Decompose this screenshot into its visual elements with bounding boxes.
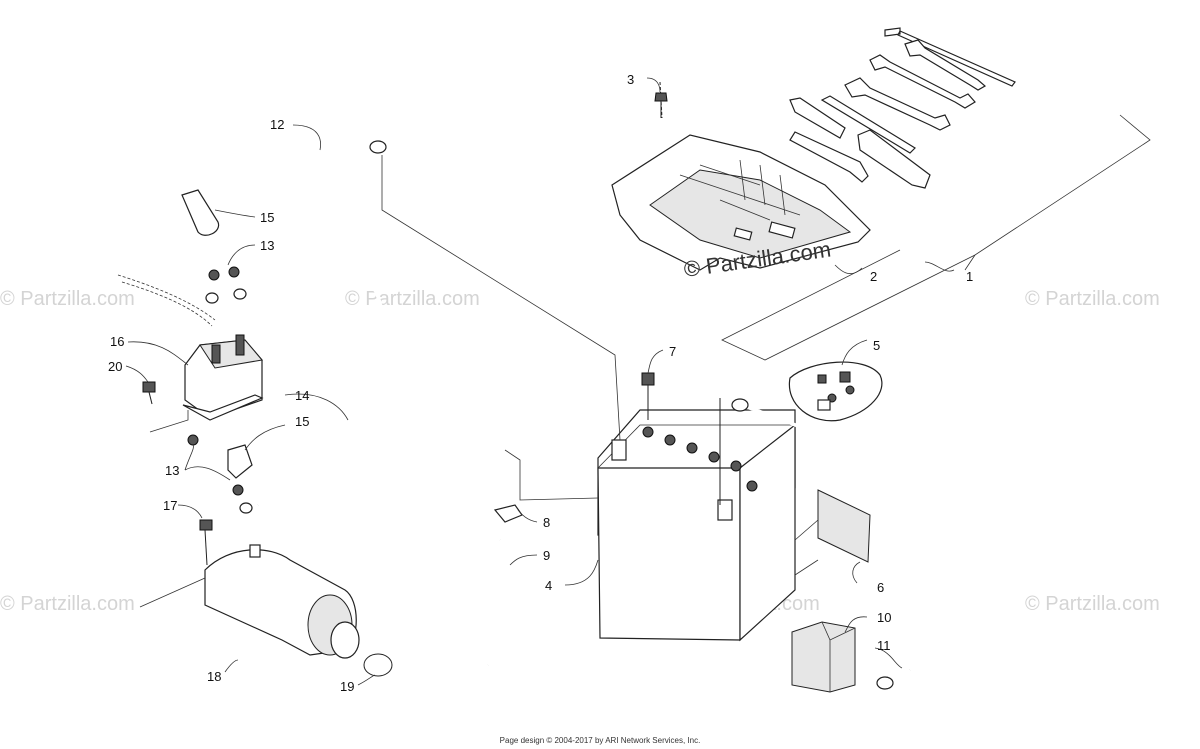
solenoid-starter-assembly — [117, 135, 621, 677]
callout-13: 13 — [260, 238, 274, 253]
callout-13: 13 — [165, 463, 179, 478]
callout-11: 11 — [877, 638, 891, 653]
callout-1: 1 — [966, 269, 973, 284]
callout-5: 5 — [873, 338, 880, 353]
callout-12: 12 — [270, 117, 284, 132]
callout-18: 18 — [207, 669, 221, 684]
watermark-group: © Partzilla.com © Partzilla.com © Partzi… — [0, 288, 1160, 615]
callout-8: 8 — [543, 515, 550, 530]
callout-19: 19 — [340, 679, 354, 694]
callout-20: 20 — [108, 359, 122, 374]
callout-17: 17 — [163, 498, 177, 513]
callout-labels: 1 2 3 4 5 6 7 8 9 10 11 12 13 13 14 15 1… — [108, 72, 973, 694]
battery-assembly — [486, 361, 940, 693]
callout-3: 3 — [627, 72, 634, 87]
watermark: © Partzilla.com — [1025, 593, 1160, 615]
watermark: © Partzilla.com — [345, 288, 480, 310]
watermark: © Partzilla.com — [1025, 288, 1160, 310]
callout-9: 9 — [543, 548, 550, 563]
watermark: © Partzilla.com — [0, 288, 135, 310]
callout-2: 2 — [870, 269, 877, 284]
tool-kit-assembly — [611, 27, 1151, 361]
callout-7: 7 — [669, 344, 676, 359]
callout-15: 15 — [295, 414, 309, 429]
callout-4: 4 — [545, 578, 552, 593]
callout-10: 10 — [877, 610, 891, 625]
footer-credit: Page design © 2004-2017 by ARI Network S… — [499, 736, 701, 745]
callout-14: 14 — [295, 388, 309, 403]
leader-lines — [125, 77, 955, 686]
watermark: © Partzilla.com — [0, 593, 135, 615]
callout-15: 15 — [260, 210, 274, 225]
battery-terminals — [642, 426, 758, 492]
callout-16: 16 — [110, 334, 124, 349]
callout-6: 6 — [877, 580, 884, 595]
